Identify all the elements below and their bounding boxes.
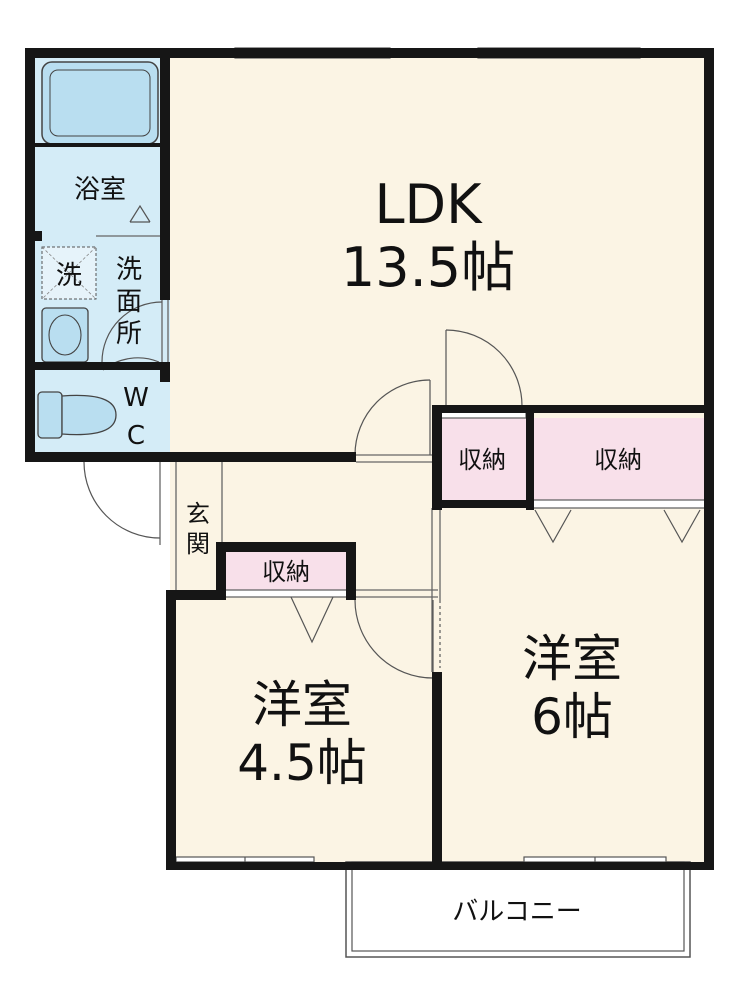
thin-partitions (96, 235, 709, 672)
western-small-floor (170, 597, 438, 862)
entrance-char-1: 玄 (186, 500, 210, 528)
ldk-size: 13.5帖 (341, 236, 515, 299)
door-swings (83, 204, 701, 679)
entrance-char-2: 関 (186, 530, 210, 558)
storage-small-floor (222, 548, 350, 597)
bathtub-icon (41, 61, 159, 145)
storage-ldk-floor (438, 413, 526, 500)
western-small-name: 洋室 (252, 676, 352, 734)
storage-large-label: 収納 (594, 446, 642, 474)
washing-machine-icon (41, 246, 97, 300)
ldk-name: LDK (374, 173, 483, 236)
western-large-name: 洋室 (522, 630, 622, 688)
wc-char-1: W (123, 383, 149, 413)
washroom-char-1: 洗 (116, 255, 142, 285)
storage-large-floor (532, 418, 708, 500)
storage-ldk-label: 収納 (458, 446, 506, 474)
bath-label: 浴室 (74, 175, 126, 205)
washroom-char-2: 面 (116, 287, 142, 317)
wc-char-2: C (127, 421, 145, 451)
labels: LDK 13.5帖 浴室 洗 洗 面 所 W C 玄 関 収納 収納 収納 洋室… (56, 173, 642, 927)
western-large-size: 6帖 (531, 688, 613, 746)
ldk-floor (170, 53, 710, 457)
balcony-label: バルコニー (452, 897, 581, 927)
washer-label: 洗 (56, 261, 82, 291)
washroom-char-3: 所 (116, 319, 142, 349)
storage-small-label: 収納 (262, 558, 310, 586)
western-small-size: 4.5帖 (237, 734, 367, 792)
balcony (345, 861, 691, 958)
walls (25, 48, 714, 870)
western-large-floor (438, 500, 710, 862)
toilet-icon (37, 391, 117, 439)
sink-icon (41, 307, 89, 363)
